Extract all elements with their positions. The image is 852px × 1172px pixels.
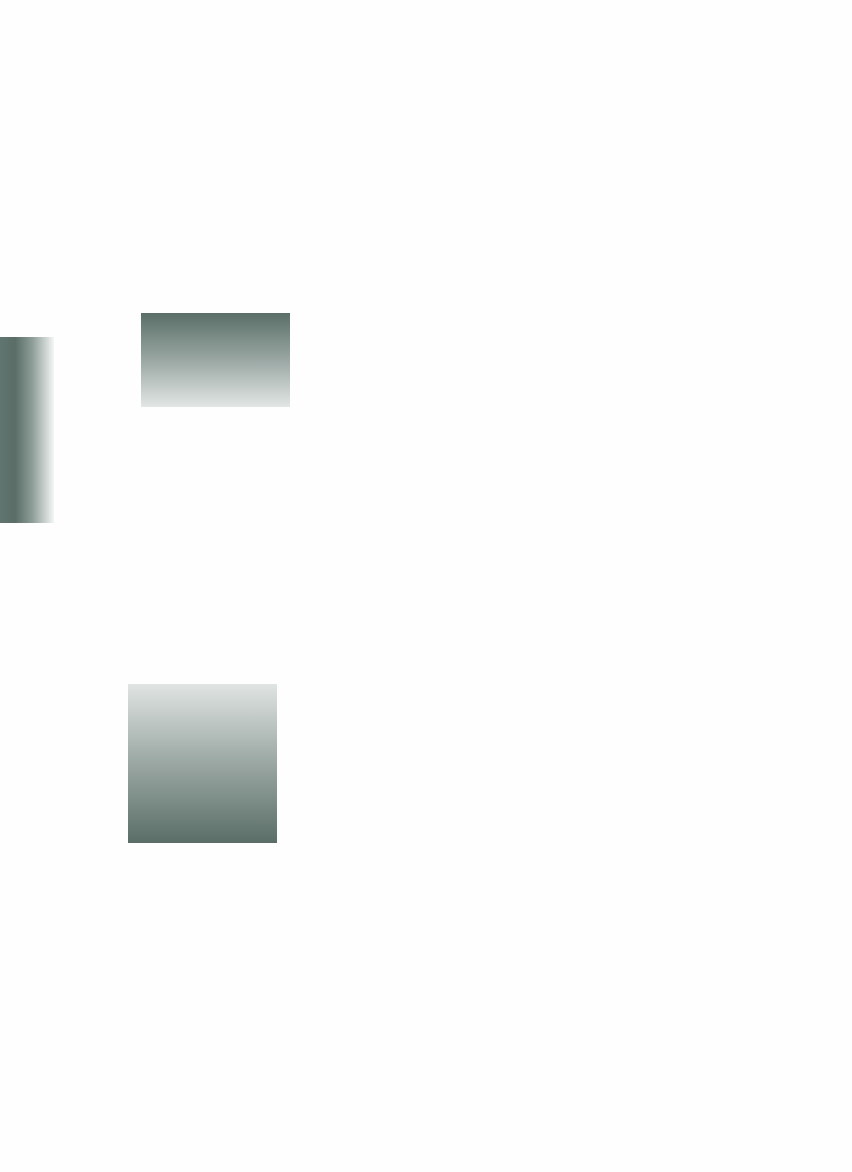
bottom-gradient-block bbox=[128, 684, 277, 843]
top-gradient-block bbox=[141, 313, 290, 407]
side-gradient-bar bbox=[0, 337, 54, 523]
